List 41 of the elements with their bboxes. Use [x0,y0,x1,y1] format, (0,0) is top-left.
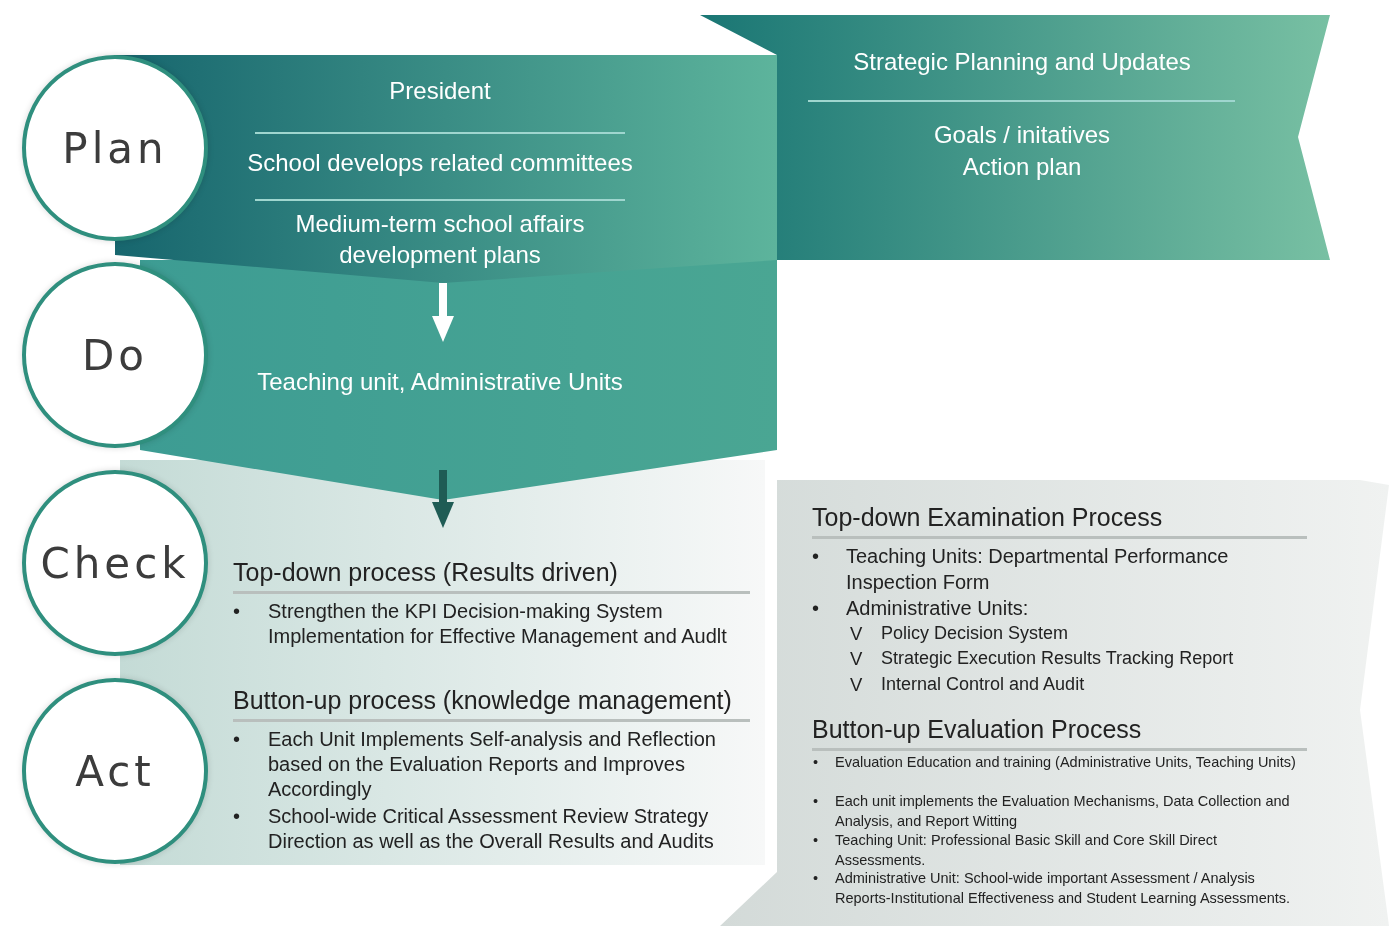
list-marker: • [813,792,820,811]
section-heading: Top-down Examination Process [812,501,1307,539]
bullet-item: School-wide Critical Assessment Review Strategy Direction as well as the Overall Results and Audits [268,804,715,854]
stage-label: Plan [62,123,168,173]
text-label: School develops related committees [246,148,634,178]
stage-label: Act [75,746,155,796]
text-label: Internal Control and Audit [881,673,1086,696]
section-heading: Button-up process (knowledge management) [233,684,750,722]
text-label: Action plan [961,152,1083,182]
list-marker: • [233,804,241,829]
arrow [432,283,454,342]
list-marker: V [850,647,864,671]
list-marker: V [850,673,864,697]
list-marker: • [813,753,820,772]
text-label: Teaching unit, Administrative Units [256,367,624,397]
arrow [432,470,454,528]
text-label: Strategic Execution Results Tracking Report [881,647,1235,670]
list-marker: • [813,831,820,850]
list-marker: • [233,599,241,624]
list-marker: • [812,596,820,621]
list-marker: • [813,869,820,888]
bullet-item: Each Unit Implements Self-analysis and Reflection based on the Evaluation Reports and Improves Accordingly [268,727,717,802]
bullet-item: Strengthen the KPI Decision-making System Implementation for Effective Management and Audlt [268,599,728,649]
bullet-item: Teaching Unit: Professional Basic Skill and Core Skill Direct Assessments. [835,831,1218,870]
stage-label: Check [40,538,190,588]
bullet-item: Teaching Units: Departmental Performance Inspection Form [846,544,1230,595]
stage-label: Do [81,330,148,380]
text-label: President [388,76,492,106]
bullet-item: Administrative Unit: School-wide important Assessment / Analysis Reports-Institutional Effectiveness and Student Learning Assessments. [835,869,1292,908]
text-label: Policy Decision System [881,622,1070,645]
section-heading: Button-up Evaluation Process [812,713,1307,751]
bullet-item: Each unit implements the Evaluation Mechanisms, Data Collection and Analysis, and Report Witting [835,792,1291,831]
bullet-item: Administrative Units: [846,596,1030,621]
list-marker: • [233,727,241,752]
bullet-item: Evaluation Education and training (Administrative Units, Teaching Units) [835,753,1297,772]
list-marker: • [812,544,820,569]
section-heading: Top-down process (Results driven) [233,556,750,594]
text-label: Goals / initatives [932,120,1112,150]
text-label: Strategic Planning and Updates [852,47,1192,77]
text-label: Medium-term school affairs development plans [294,209,586,271]
list-marker: V [850,622,864,646]
